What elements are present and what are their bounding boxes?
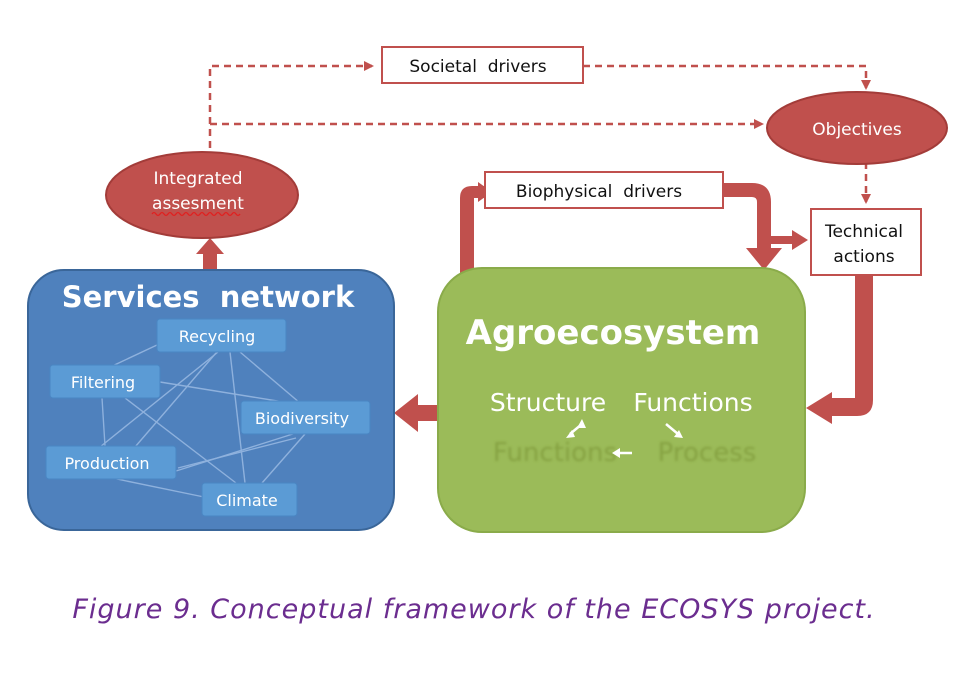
integrated-assessment-ellipse <box>105 151 299 239</box>
integrated-assessment-label-1: Integrated <box>153 169 242 189</box>
service-node-production: Production <box>45 445 177 480</box>
service-node-biodiversity: Biodiversity <box>240 400 371 435</box>
objectives-ellipse <box>766 91 948 165</box>
service-node-filtering: Filtering <box>49 364 161 399</box>
integrated-assessment-label-2: assesment <box>152 194 244 214</box>
figure-caption: Figure 9. Conceptual framework of the EC… <box>72 594 875 625</box>
dashed-arrow-integrated-to-societal <box>208 61 374 160</box>
biophysical-drivers-label: Biophysical drivers <box>516 182 682 202</box>
production-label: Production <box>64 454 149 473</box>
biodiversity-label: Biodiversity <box>255 409 349 428</box>
structure-label: Structure <box>490 388 606 417</box>
dashed-feedback-arrows <box>208 61 871 204</box>
spellcheck-underline <box>151 211 241 217</box>
service-connections <box>99 344 306 498</box>
agroecosystem-panel <box>437 267 806 533</box>
societal-drivers-label: Societal drivers <box>409 57 546 77</box>
agroecosystem-title: Agroecosystem <box>466 313 761 353</box>
services-network-title: Services network <box>62 280 355 314</box>
cycle-arrows <box>566 419 683 458</box>
societal-drivers-box <box>381 46 584 84</box>
service-node-recycling: Recycling <box>156 318 287 353</box>
dashed-arrow-societal-to-objectives <box>583 64 871 90</box>
functions-label: Functions <box>633 388 752 417</box>
objectives-label: Objectives <box>812 120 902 140</box>
technical-actions-label-1: Technical <box>824 222 903 242</box>
technical-actions-label-2: actions <box>833 247 894 267</box>
service-node-climate: Climate <box>201 482 298 517</box>
recycling-label: Recycling <box>179 327 256 346</box>
functions-faded-label: Functions <box>493 438 617 468</box>
climate-label: Climate <box>216 491 278 510</box>
biophysical-drivers-box <box>484 171 724 209</box>
process-faded-label: Process <box>658 438 757 468</box>
filtering-label: Filtering <box>71 373 135 392</box>
technical-actions-box <box>810 208 922 276</box>
